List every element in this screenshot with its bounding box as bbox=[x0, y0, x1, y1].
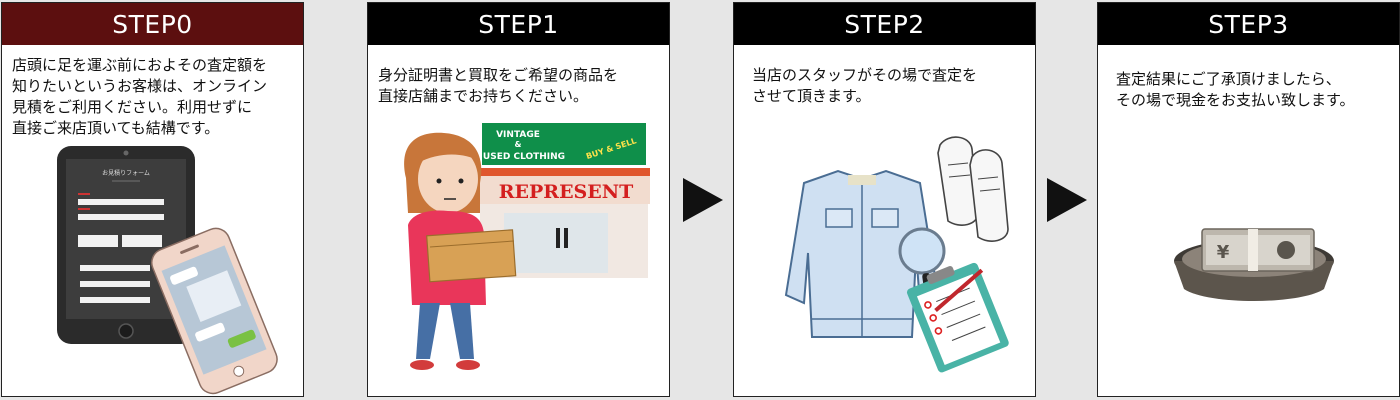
smartphone-icon bbox=[151, 227, 278, 395]
store-sign-vintage: VINTAGE bbox=[496, 130, 540, 140]
cash-tray-icon: ¥ bbox=[1174, 228, 1334, 301]
cash-tray-illustration: ¥ bbox=[1174, 228, 1334, 301]
step0-line-2: 知りたいというお客様は、オンライン bbox=[12, 77, 268, 95]
store-sign-amp: & bbox=[515, 140, 522, 149]
step-header-1: STEP1 bbox=[368, 3, 669, 45]
arrow-right-icon bbox=[683, 178, 723, 222]
person-icon bbox=[404, 132, 517, 370]
step-card-1: STEP1 身分証明書と買取をご希望の商品を 直接店舗までお持ちください。 VI… bbox=[367, 2, 670, 397]
step-header-0: STEP0 bbox=[2, 3, 303, 45]
step0-line-1: 店頭に足を運ぶ前におよその査定額を bbox=[12, 56, 268, 74]
arrow-right-icon bbox=[1047, 178, 1087, 222]
customer-store-illustration: VINTAGE & USED CLOTHING BUY & SELL REPRE… bbox=[404, 123, 650, 370]
step-card-2: STEP2 当店のスタッフがその場で査定を させて頂きます。 bbox=[733, 2, 1036, 397]
step1-line-1: 身分証明書と買取をご希望の商品を bbox=[378, 66, 619, 84]
step-description-2: 当店のスタッフがその場で査定を させて頂きます。 bbox=[752, 65, 1029, 107]
step1-line-2: 直接店舗までお持ちください。 bbox=[378, 87, 589, 105]
step2-line-1: 当店のスタッフがその場で査定を bbox=[752, 66, 978, 84]
step-description-1: 身分証明書と買取をご希望の商品を 直接店舗までお持ちください。 bbox=[378, 65, 663, 107]
store-name: REPRESENT bbox=[499, 181, 634, 203]
sneakers-icon bbox=[937, 136, 1009, 242]
step-description-3: 査定結果にご了承頂けましたら、 その場で現金をお支払い致します。 bbox=[1116, 69, 1393, 111]
step0-line-3: 見積をご利用ください。利用せずに bbox=[12, 98, 253, 116]
step-header-3: STEP3 bbox=[1098, 3, 1399, 45]
step-card-3: STEP3 査定結果にご了承頂けましたら、 その場で現金をお支払い致します。 ¥ bbox=[1097, 2, 1400, 397]
tablet-phone-illustration: お見積りフォーム bbox=[57, 146, 278, 395]
step2-line-2: させて頂きます。 bbox=[752, 87, 871, 105]
step3-line-2: その場で現金をお支払い致します。 bbox=[1116, 91, 1355, 109]
form-title: お見積りフォーム bbox=[102, 169, 150, 177]
step3-line-1: 査定結果にご了承頂けましたら、 bbox=[1116, 70, 1341, 88]
step0-line-4: 直接ご来店頂いても結構です。 bbox=[12, 119, 220, 137]
store-sign-used-clothing: USED CLOTHING bbox=[483, 152, 565, 162]
step-header-2: STEP2 bbox=[734, 3, 1035, 45]
step-description-0: 店頭に足を運ぶ前におよその査定額を 知りたいというお客様は、オンライン 見積をご… bbox=[12, 55, 297, 139]
step-card-0: STEP0 店頭に足を運ぶ前におよその査定額を 知りたいというお客様は、オンライ… bbox=[1, 2, 304, 397]
denim-jacket-icon bbox=[784, 169, 940, 338]
appraisal-illustration bbox=[784, 136, 1009, 373]
clipboard-icon bbox=[906, 262, 1009, 373]
yen-symbol: ¥ bbox=[1217, 242, 1230, 263]
